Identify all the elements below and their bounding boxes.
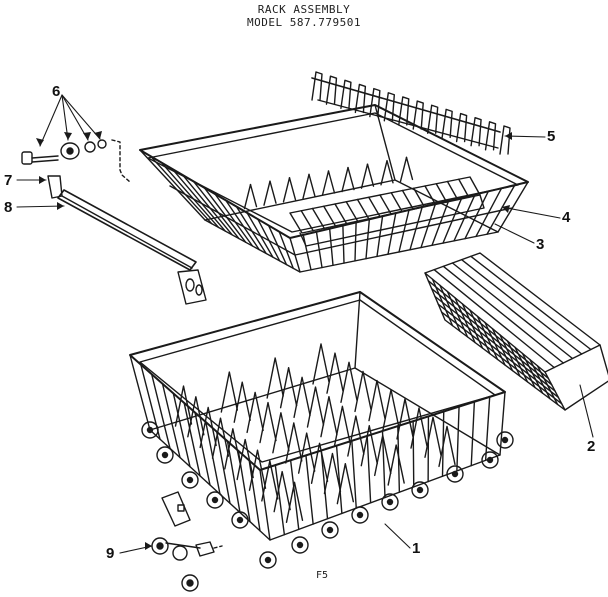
callout-2: 2 <box>587 438 596 455</box>
callout-5: 5 <box>547 128 556 145</box>
silverware-basket <box>424 252 608 411</box>
wheel-parts <box>151 491 223 592</box>
callout-4: 4 <box>562 209 571 226</box>
callout-6: 6 <box>52 83 61 100</box>
callout-3: 3 <box>536 236 545 253</box>
callout-7: 7 <box>4 172 13 189</box>
model-number: MODEL 587.779501 <box>247 16 361 29</box>
utensil-tray <box>289 176 485 247</box>
page-code: F5 <box>316 570 329 581</box>
lower-rack <box>129 291 514 569</box>
leader-lines <box>16 94 594 554</box>
callout-9: 9 <box>106 545 115 562</box>
upper-rack <box>139 104 529 273</box>
callout-8: 8 <box>4 199 13 216</box>
callout-1: 1 <box>412 540 421 557</box>
cup-shelf <box>311 71 511 155</box>
diagram-title: RACK ASSEMBLY <box>257 3 351 16</box>
rack-rail-parts <box>21 139 207 305</box>
